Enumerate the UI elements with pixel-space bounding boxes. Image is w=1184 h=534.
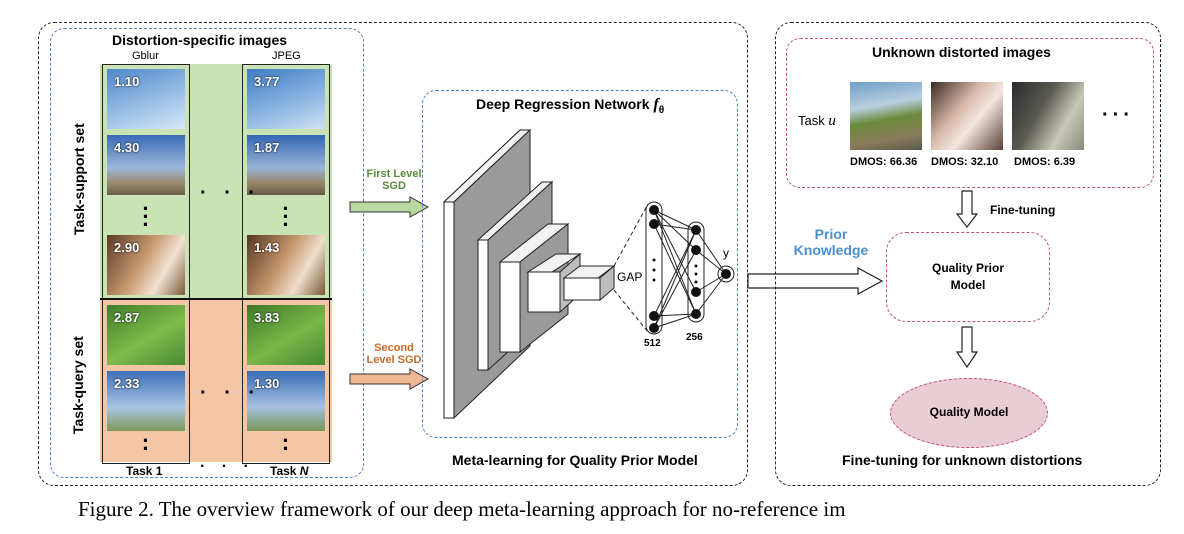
taskn-label: Task N (270, 464, 309, 478)
network-title: Deep Regression Network fθ (476, 96, 665, 116)
fine-tuning-label: Fine-tuning (990, 203, 1056, 217)
tower-image-jpeg: 1.30 (247, 371, 325, 431)
dmos-3: DMOS: 6.39 (1014, 156, 1076, 168)
woman-image-jpeg: 1.43 (247, 235, 325, 295)
dmos-1: DMOS: 66.36 (850, 156, 918, 168)
support-dots: ··· (142, 196, 150, 237)
quality-model-label: Quality Model (929, 405, 1009, 419)
regression-network-panel (422, 90, 738, 438)
task1-label: Task 1 (126, 464, 163, 478)
jpeg-label: JPEG (272, 50, 301, 62)
meta-learning-panel (38, 22, 748, 486)
y-label: y (723, 246, 729, 260)
gblur-label: Gblur (132, 50, 159, 62)
prior-knowledge-arrow (747, 266, 884, 296)
dmos-2: DMOS: 32.10 (931, 156, 999, 168)
fine-tuning-panel (775, 22, 1161, 486)
tower-image: 2.33 (107, 371, 185, 431)
layer-512-label: 512 (644, 338, 661, 349)
fine-tuning-caption: Fine-tuning for unknown distortions (842, 452, 1083, 468)
quality-model-ellipse (890, 378, 1048, 448)
unknown-image-2 (931, 82, 1003, 150)
band-divider (100, 298, 332, 300)
model-arrow (956, 326, 978, 368)
network-diagram (442, 128, 735, 420)
unknown-images-panel (786, 38, 1154, 188)
helicopter-image: 1.10 (107, 69, 185, 129)
first-level-arrow (349, 196, 430, 218)
distortion-images-title: Distortion-specific images (112, 32, 288, 48)
arch-image-jpeg: 1.87 (247, 135, 325, 195)
support-set-label: Task-support set (71, 123, 87, 235)
birds-image: 2.87 (107, 305, 185, 365)
woman-image: 2.90 (107, 235, 185, 295)
distortion-images-panel (50, 28, 364, 478)
fine-tuning-arrow (956, 190, 978, 228)
support-hdots: · · · (200, 182, 262, 204)
unknown-dots: ··· (1102, 104, 1134, 126)
jpeg-column: 3.77 1.87 ··· 1.43 3.83 1.30 ·· (242, 64, 330, 464)
layer-256-label: 256 (686, 332, 703, 343)
quality-prior-model-box (886, 232, 1050, 322)
meta-learning-caption: Meta-learning for Quality Prior Model (452, 452, 698, 468)
gap-label: GAP (617, 270, 643, 284)
unknown-images-title: Unknown distorted images (872, 44, 1051, 60)
query-set-label: Task-query set (70, 336, 86, 434)
task-u-label: Task u (798, 113, 836, 129)
unknown-image-1 (850, 82, 922, 150)
second-level-arrow (349, 368, 430, 390)
query-dots-jpeg: ·· (282, 428, 290, 461)
arch-image: 4.30 (107, 135, 185, 195)
figure-caption: Figure 2. The overview framework of our … (78, 497, 846, 521)
task-hdots: · · · (200, 458, 255, 475)
gblur-column: 1.10 4.30 ··· 2.90 2.87 2.33 ·· (102, 64, 190, 464)
unknown-image-3 (1012, 82, 1084, 150)
birds-image-jpeg: 3.83 (247, 305, 325, 365)
conv-block-5 (562, 264, 616, 302)
query-hdots: · · · (200, 382, 262, 404)
query-dots: ·· (142, 428, 150, 461)
support-dots-jpeg: ··· (282, 196, 290, 237)
helicopter-image-jpeg: 3.77 (247, 69, 325, 129)
